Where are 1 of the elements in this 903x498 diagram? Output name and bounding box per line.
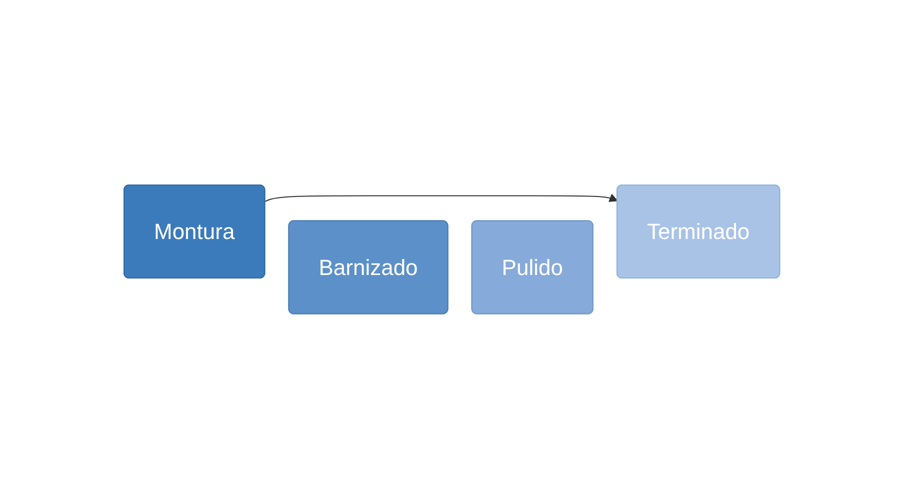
arrow xyxy=(264,193,618,202)
